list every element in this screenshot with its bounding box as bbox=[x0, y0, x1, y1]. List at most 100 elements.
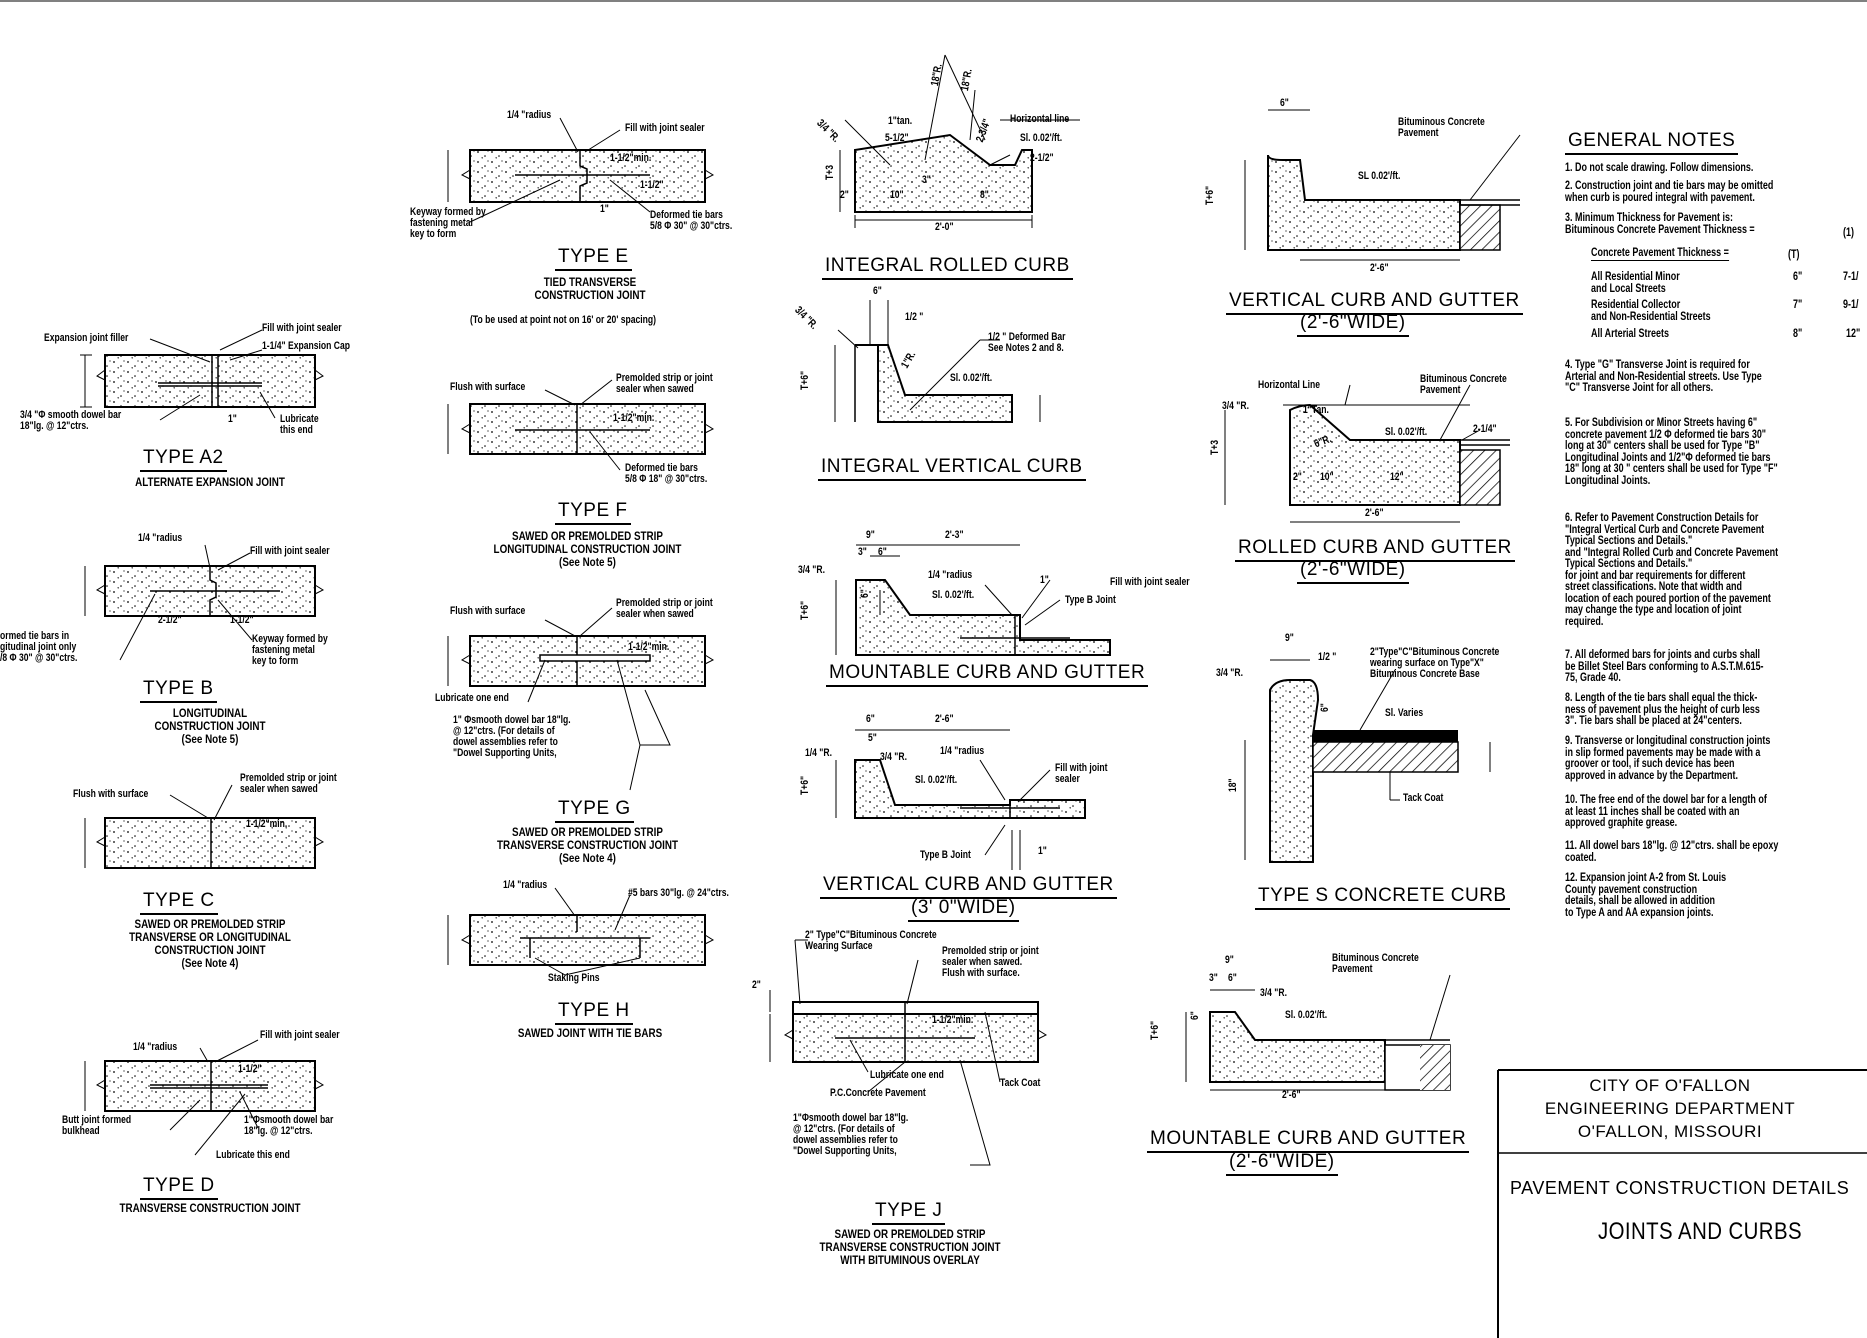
general-note-item: 3. Minimum Thickness for Pavement is: Bi… bbox=[1565, 212, 1755, 236]
title-block-department: ENGINEERING DEPARTMENT bbox=[1544, 1099, 1796, 1118]
mcg-label: T+6" bbox=[799, 600, 811, 620]
type-d-label: 1"Φsmooth dowel bar 18"lg. @ 12"ctrs. bbox=[244, 1114, 334, 1137]
rcg-label: Bituminous Concrete Pavement bbox=[1420, 373, 1507, 396]
type-e-title: TYPE E bbox=[555, 246, 632, 271]
mcg-label: 3/4 "R. bbox=[798, 564, 825, 576]
type-b-label: 1-1/2" bbox=[230, 614, 254, 626]
type-j-label: P.C.Concrete Pavement bbox=[830, 1087, 926, 1099]
type-f-label: Deformed tie bars 5/8 Φ 18" @ 30"ctrs. bbox=[625, 462, 708, 485]
ivc-label: 1/2 " bbox=[905, 311, 924, 323]
vertical-curb-gutter-3ft-title: VERTICAL CURB AND GUTTER bbox=[820, 874, 1117, 899]
vertical-curb-gutter-3ft-subtitle: (3' 0"WIDE) bbox=[908, 897, 1019, 922]
type-d-subtitle: TRANSVERSE CONSTRUCTION JOINT bbox=[119, 1201, 301, 1215]
type-g-label: Premolded strip or joint sealer when saw… bbox=[616, 597, 713, 620]
general-note-item: 11. All dowel bars 18"lg. @ 12"ctrs. sha… bbox=[1565, 840, 1779, 864]
title-block-city: CITY OF O'FALLON bbox=[1589, 1076, 1751, 1095]
thickness-row-label: Residential Collector and Non-Residentia… bbox=[1591, 299, 1711, 323]
scc-label: Sl. Varies bbox=[1385, 707, 1424, 719]
scc-label: 9" bbox=[1285, 632, 1294, 644]
mcg2-label: 9" bbox=[1225, 954, 1234, 966]
thickness-row-value: 7" bbox=[1793, 299, 1803, 311]
vcg3-label: Sl. 0.02'/ft. bbox=[915, 774, 958, 786]
rolled-curb-gutter-title: ROLLED CURB AND GUTTER bbox=[1235, 537, 1515, 562]
type-b-title: TYPE B bbox=[140, 678, 217, 703]
irc-label: Sl. 0.02'/ft. bbox=[1020, 132, 1063, 144]
type-j-label: 1"Φsmooth dowel bar 18"lg. @ 12"ctrs. (F… bbox=[793, 1112, 909, 1157]
vcg3-label: 1/4 "radius bbox=[940, 745, 985, 757]
irc-label: 2'-0" bbox=[935, 221, 954, 233]
vcg3-label: 5" bbox=[868, 732, 877, 744]
vcg3-label: Type B Joint bbox=[920, 849, 971, 861]
irc-label: T+3 bbox=[824, 164, 836, 180]
type-a2-label: Lubricate this end bbox=[280, 413, 319, 436]
type-e-drawing bbox=[447, 117, 715, 223]
irc-label: 3" bbox=[922, 174, 931, 186]
type-c-label: Premolded strip or joint sealer when saw… bbox=[240, 772, 337, 795]
mountable-curb-gutter-drawing bbox=[835, 544, 1111, 656]
type-b-label: 1/4 "radius bbox=[138, 532, 183, 544]
type-e-subtitle: TIED TRANSVERSE CONSTRUCTION JOINT bbox=[534, 275, 646, 302]
vcg-label: 6" bbox=[1280, 97, 1289, 109]
ivc-label: 6" bbox=[873, 285, 882, 297]
vertical-curb-gutter-3ft-drawing bbox=[835, 729, 1086, 870]
vcg-label: 2'-6" bbox=[1370, 262, 1389, 274]
type-c-label: Flush with surface bbox=[73, 788, 149, 800]
mcg-label: 6" bbox=[878, 546, 887, 558]
type-e-label: 1-1/2"min. bbox=[610, 152, 652, 164]
irc-label: 2-1/2" bbox=[1030, 152, 1054, 164]
integral-vertical-curb-title: INTEGRAL VERTICAL CURB bbox=[818, 456, 1086, 481]
scc-label: 2"Type"C"Bituminous Concrete wearing sur… bbox=[1370, 646, 1500, 680]
vertical-curb-gutter-title: VERTICAL CURB AND GUTTER bbox=[1226, 290, 1523, 315]
type-e-note: (To be used at point not on 16' or 20' s… bbox=[470, 314, 657, 326]
mountable-curb-gutter-2ft-drawing bbox=[1185, 974, 1451, 1091]
rcg-label: 12" bbox=[1390, 471, 1404, 483]
type-e-label: 1" bbox=[600, 203, 609, 215]
type-e-label: 1-1/2" bbox=[640, 179, 664, 191]
type-f-subtitle: SAWED OR PREMOLDED STRIP LONGITUDINAL CO… bbox=[493, 529, 682, 569]
mcg-label: Type B Joint bbox=[1065, 594, 1116, 606]
thickness-row-value: (T) bbox=[1788, 249, 1800, 261]
type-a2-label: Fill with joint sealer bbox=[262, 322, 342, 334]
type-g-subtitle: SAWED OR PREMOLDED STRIP TRANSVERSE CONS… bbox=[497, 825, 678, 865]
rcg-label: 2-1/4" bbox=[1473, 423, 1497, 435]
type-h-title: TYPE H bbox=[555, 1000, 633, 1025]
general-note-item: 2. Construction joint and tie bars may b… bbox=[1565, 180, 1774, 204]
thickness-row-value: 6" bbox=[1793, 271, 1803, 283]
ivc-label: 1/2 " Deformed Bar See Notes 2 and 8. bbox=[988, 331, 1066, 354]
type-b-label: Keyway formed by fastening metal key to … bbox=[252, 633, 328, 667]
ivc-label: T+6" bbox=[799, 370, 811, 390]
type-h-subtitle: SAWED JOINT WITH TIE BARS bbox=[517, 1026, 663, 1040]
type-j-label: 1-1/2"min. bbox=[932, 1014, 974, 1026]
type-a2-title: TYPE A2 bbox=[140, 447, 227, 472]
rolled-curb-gutter-drawing bbox=[1224, 384, 1510, 523]
mountable-curb-gutter-title: MOUNTABLE CURB AND GUTTER bbox=[826, 662, 1149, 687]
mcg-label: Sl. 0.02'/ft. bbox=[932, 589, 975, 601]
mcg2-label: 3" bbox=[1209, 972, 1218, 984]
type-j-label: Lubricate one end bbox=[870, 1069, 944, 1081]
irc-label: 1"tan. bbox=[888, 115, 913, 127]
integral-vertical-curb-drawing bbox=[834, 300, 1041, 423]
thickness-row-value2: 9-1/ bbox=[1843, 299, 1859, 311]
type-d-label: Fill with joint sealer bbox=[260, 1029, 340, 1041]
type-e-label: Keyway formed by fastening metal key to … bbox=[410, 206, 486, 240]
general-note-item: 7. All deformed bars for joints and curb… bbox=[1565, 649, 1764, 684]
type-a2-drawing bbox=[80, 329, 324, 421]
general-notes-title: GENERAL NOTES bbox=[1565, 130, 1739, 155]
sheet-subtitle: JOINTS AND CURBS bbox=[1598, 1218, 1803, 1245]
type-a2-label: Expansion joint filler bbox=[44, 332, 129, 344]
rcg-label: 2" bbox=[1293, 471, 1302, 483]
type-j-label: 2" bbox=[752, 979, 761, 991]
vcg3-label: 3/4 "R. bbox=[880, 751, 907, 763]
type-j-subtitle: SAWED OR PREMOLDED STRIP TRANSVERSE CONS… bbox=[819, 1227, 1001, 1267]
general-note-item: 6. Refer to Pavement Construction Detail… bbox=[1565, 512, 1779, 628]
irc-label: Horizontal line bbox=[1010, 113, 1070, 125]
mcg-label: 1/4 "radius bbox=[928, 569, 973, 581]
general-note-item: 4. Type "G" Transverse Joint is required… bbox=[1565, 359, 1762, 394]
vcg-label: Bituminous Concrete Pavement bbox=[1398, 116, 1485, 139]
integral-rolled-curb-drawing bbox=[839, 54, 1080, 228]
type-g-label: 1" Φsmooth dowel bar 18"lg. @ 12"ctrs. (… bbox=[453, 714, 571, 759]
thickness-row-label: All Arterial Streets bbox=[1591, 328, 1669, 340]
type-h-drawing bbox=[447, 887, 715, 976]
mcg2-label: 3/4 "R. bbox=[1260, 987, 1287, 999]
